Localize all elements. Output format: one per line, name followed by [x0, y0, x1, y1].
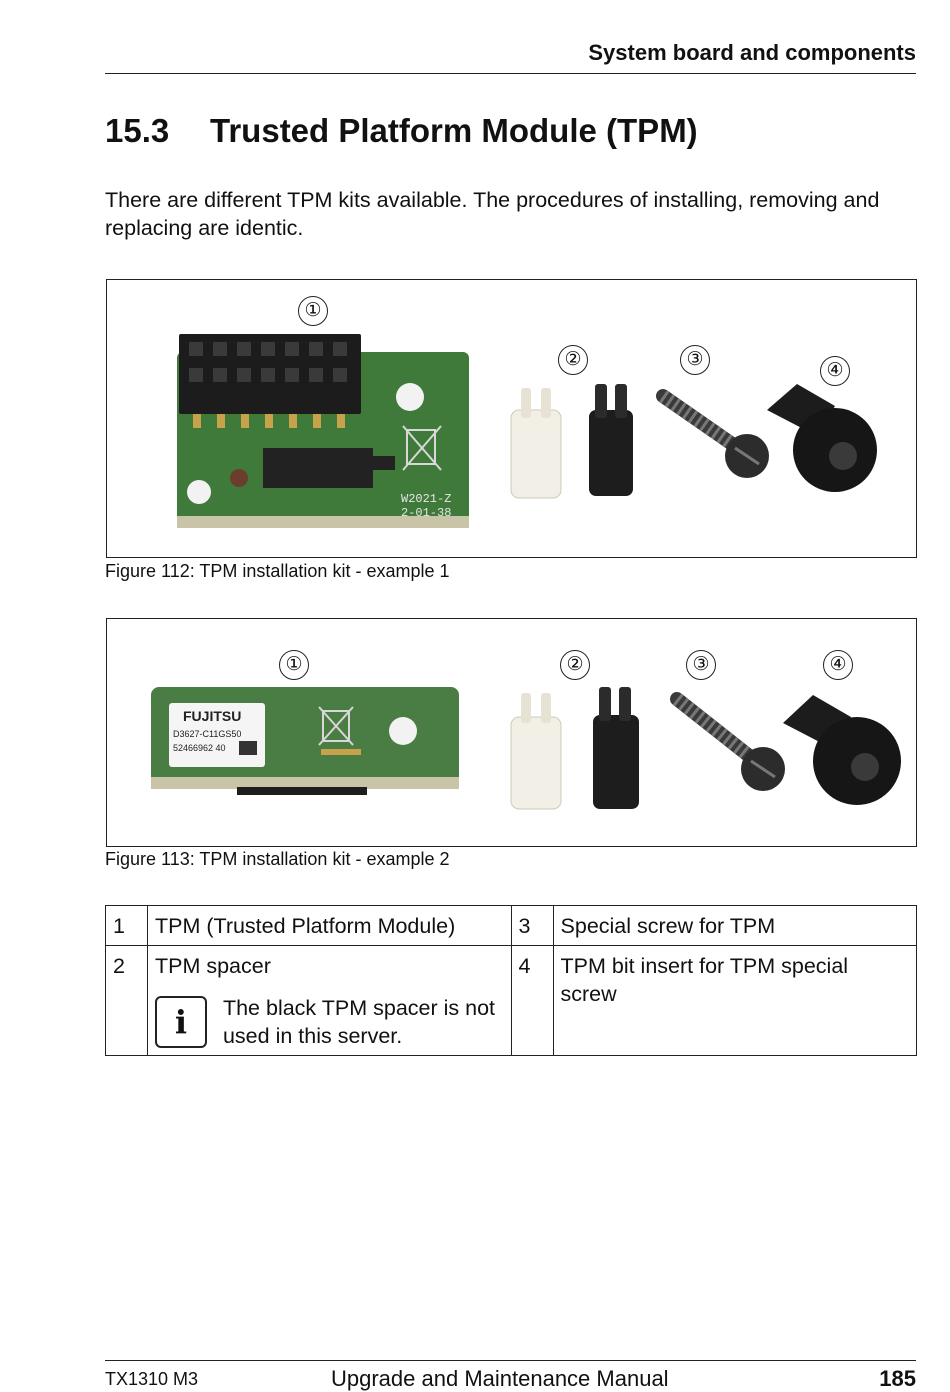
label-serial: 52466962 40	[173, 743, 226, 753]
bit-insert-image	[767, 384, 877, 492]
legend-description: TPM (Trusted Platform Module)	[146, 905, 512, 946]
legend-number: 1	[105, 905, 148, 946]
figure-caption-113: Figure 113: TPM installation kit - examp…	[105, 849, 450, 869]
figure-caption-112: Figure 112: TPM installation kit - examp…	[105, 561, 450, 581]
tpm-kit-illustration-2: FUJITSU D3627-C11GS50 52466962 40	[151, 687, 901, 810]
section-heading: 15.3 Trusted Platform Module (TPM)	[105, 112, 698, 150]
white-spacer-image	[510, 388, 562, 499]
legend-number: 4	[510, 945, 554, 1056]
header-divider	[105, 73, 916, 74]
board-marking-2: 2-01-38	[401, 506, 451, 520]
footer-manual-title: Upgrade and Maintenance Manual	[331, 1366, 669, 1391]
info-note: i The black TPM spacer is not used in th…	[154, 994, 504, 1050]
running-header: System board and components	[588, 40, 916, 65]
legend-description: Special screw for TPM	[552, 905, 918, 946]
white-spacer-image	[510, 693, 562, 810]
label-part: D3627-C11GS50	[173, 729, 241, 739]
label-brand: FUJITSU	[183, 708, 241, 724]
section-number: 15.3	[105, 112, 170, 149]
page-number: 185	[879, 1366, 916, 1391]
legend-number: 2	[105, 945, 148, 1056]
intro-paragraph: There are different TPM kits available. …	[105, 188, 880, 240]
black-spacer-image	[589, 384, 633, 496]
legend-description-cell: TPM spacer i The black TPM spacer is not…	[146, 945, 512, 1056]
figure-tpm-kit-example-2: FUJITSU D3627-C11GS50 52466962 40	[106, 618, 917, 847]
callout-4: ④	[820, 356, 850, 386]
info-icon: i	[154, 996, 207, 1048]
legend-number: 3	[510, 905, 554, 946]
callout-2: ②	[560, 650, 590, 680]
legend-description: TPM spacer	[154, 954, 271, 978]
callout-3: ③	[686, 650, 716, 680]
info-note-text: The black TPM spacer is not used in this…	[222, 996, 496, 1048]
footer-model: TX1310 M3	[105, 1369, 199, 1389]
callout-1: ①	[298, 296, 328, 326]
legend-description: TPM bit insert for TPM special screw	[552, 945, 918, 1056]
callout-2: ②	[558, 345, 588, 375]
black-spacer-image	[593, 687, 639, 809]
screw-image	[656, 389, 769, 478]
table-row: 1 TPM (Trusted Platform Module) 3 Specia…	[105, 905, 918, 946]
board-marking-1: W2021-Z	[401, 492, 451, 506]
tpm-module-image: FUJITSU D3627-C11GS50 52466962 40	[151, 687, 459, 795]
table-row: 2 TPM spacer i The black TPM spacer is n…	[105, 945, 918, 1056]
tpm-module-image: W2021-Z 2-01-38	[177, 334, 469, 528]
screw-image	[670, 692, 785, 791]
callout-1: ①	[279, 650, 309, 680]
bit-insert-image	[783, 695, 901, 805]
figure-tpm-kit-example-1: W2021-Z 2-01-38 ① ② ③ ④	[106, 279, 917, 558]
callout-3: ③	[680, 345, 710, 375]
section-title: Trusted Platform Module (TPM)	[210, 112, 698, 149]
legend-table: 1 TPM (Trusted Platform Module) 3 Specia…	[105, 905, 918, 1056]
callout-4: ④	[823, 650, 853, 680]
footer-divider	[105, 1360, 916, 1361]
tpm-kit-illustration-1: W2021-Z 2-01-38	[177, 334, 877, 528]
